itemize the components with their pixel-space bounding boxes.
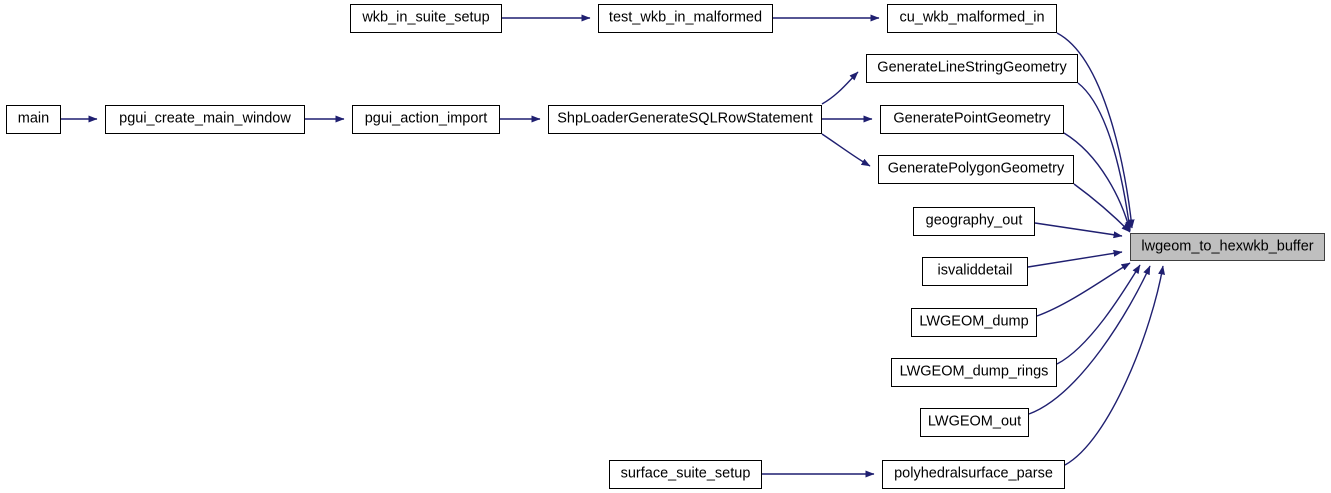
node-wkb_in_suite_setup[interactable]: wkb_in_suite_setup: [350, 4, 502, 33]
node-surface_suite_setup[interactable]: surface_suite_setup: [609, 460, 762, 489]
edge-GenerateLineStringGeometry-to-lwgeom_to_hexwkb_buffer: [1077, 82, 1133, 231]
node-isvaliddetail[interactable]: isvaliddetail: [922, 257, 1028, 286]
node-label: wkb_in_suite_setup: [362, 9, 490, 26]
node-label: test_wkb_in_malformed: [608, 9, 763, 26]
node-label: cu_wkb_malformed_in: [899, 9, 1045, 26]
node-LWGEOM_dump[interactable]: LWGEOM_dump: [911, 308, 1037, 337]
node-LWGEOM_out[interactable]: LWGEOM_out: [920, 408, 1029, 437]
node-label: GeneratePolygonGeometry: [887, 160, 1065, 177]
node-ShpLoaderGenerateSQLRowStatement[interactable]: ShpLoaderGenerateSQLRowStatement: [548, 105, 822, 134]
node-label: geography_out: [925, 212, 1023, 229]
node-label: pgui_create_main_window: [119, 110, 291, 127]
node-pgui_create_main_window[interactable]: pgui_create_main_window: [105, 105, 305, 134]
node-GeneratePointGeometry[interactable]: GeneratePointGeometry: [880, 105, 1064, 134]
node-pgui_action_import[interactable]: pgui_action_import: [352, 105, 500, 134]
edge-paths: [61, 14, 1166, 478]
node-polyhedralsurface_parse[interactable]: polyhedralsurface_parse: [882, 460, 1065, 489]
node-test_wkb_in_malformed[interactable]: test_wkb_in_malformed: [598, 4, 773, 33]
node-label: LWGEOM_dump_rings: [899, 363, 1049, 380]
node-label: LWGEOM_out: [927, 413, 1022, 430]
node-lwgeom_to_hexwkb_buffer[interactable]: lwgeom_to_hexwkb_buffer: [1130, 233, 1325, 261]
edge-ShpLoaderGenerateSQLRowStatement-to-GeneratePolygonGeometry: [821, 133, 871, 167]
edge-geography_out-to-lwgeom_to_hexwkb_buffer: [1034, 222, 1123, 239]
edge-LWGEOM_dump-to-lwgeom_to_hexwkb_buffer: [1036, 262, 1131, 317]
edge-GeneratePolygonGeometry-to-lwgeom_to_hexwkb_buffer: [1073, 183, 1131, 233]
node-label: ShpLoaderGenerateSQLRowStatement: [557, 110, 813, 127]
node-cu_wkb_malformed_in[interactable]: cu_wkb_malformed_in: [887, 4, 1057, 33]
node-label: lwgeom_to_hexwkb_buffer: [1141, 238, 1314, 255]
edge-isvaliddetail-to-lwgeom_to_hexwkb_buffer: [1027, 249, 1123, 268]
node-label: pgui_action_import: [364, 110, 488, 127]
node-label: LWGEOM_dump: [919, 313, 1029, 330]
node-geography_out[interactable]: geography_out: [913, 207, 1035, 236]
edge-polyhedralsurface_parse-to-lwgeom_to_hexwkb_buffer: [1064, 265, 1166, 466]
node-label: polyhedralsurface_parse: [894, 465, 1053, 482]
edge-LWGEOM_out-to-lwgeom_to_hexwkb_buffer: [1028, 265, 1151, 415]
edge-ShpLoaderGenerateSQLRowStatement-to-GenerateLineStringGeometry: [821, 71, 859, 105]
node-label: isvaliddetail: [937, 262, 1013, 279]
node-LWGEOM_dump_rings[interactable]: LWGEOM_dump_rings: [891, 358, 1057, 387]
node-GeneratePolygonGeometry[interactable]: GeneratePolygonGeometry: [878, 155, 1074, 184]
node-main[interactable]: main: [6, 105, 61, 134]
node-label: main: [17, 110, 50, 127]
node-label: GenerateLineStringGeometry: [877, 59, 1067, 76]
edge-LWGEOM_dump_rings-to-lwgeom_to_hexwkb_buffer: [1056, 264, 1141, 365]
node-label: GeneratePointGeometry: [893, 110, 1051, 127]
node-label: surface_suite_setup: [620, 465, 751, 482]
node-GenerateLineStringGeometry[interactable]: GenerateLineStringGeometry: [866, 54, 1078, 83]
